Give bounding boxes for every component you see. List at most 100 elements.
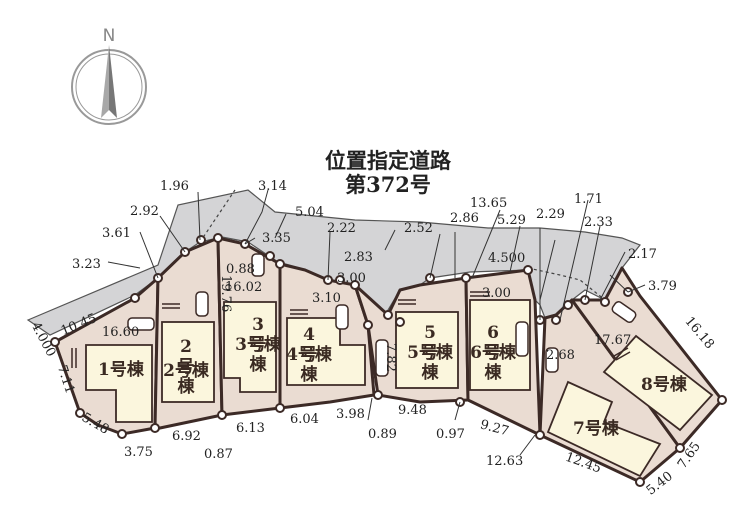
dim-5-04: 5.04 (295, 205, 324, 220)
post (395, 317, 405, 327)
dim-2-52: 2.52 (404, 221, 433, 236)
lot-label-8: 8号棟 (641, 374, 688, 395)
dim-3-75: 3.75 (124, 445, 153, 460)
road-title-line2: 第372号 (345, 172, 431, 197)
dim-2-22: 2.22 (327, 221, 356, 236)
dim-3-23: 3.23 (72, 257, 101, 272)
lot-label-6-b: 棟 (485, 362, 503, 383)
lot-label-3-b: 棟 (250, 354, 268, 375)
post (363, 320, 373, 330)
car-icon (335, 304, 349, 330)
lot-label-2-num: 2 (180, 337, 192, 357)
dim-0-87: 0.87 (204, 447, 233, 462)
post (75, 408, 85, 418)
buildings (85, 299, 714, 478)
lot-label-4-num: 4 (303, 325, 315, 345)
dim-2-33: 2.33 (584, 215, 613, 230)
gate-mark (71, 348, 77, 368)
post (350, 280, 360, 290)
road-title-line1: 位置指定道路 (325, 148, 452, 173)
post (383, 310, 393, 320)
post (335, 275, 345, 285)
post (717, 395, 727, 405)
dim-3-10: 3.10 (312, 291, 341, 306)
post (373, 390, 383, 400)
lot-label-3-num: 3 (252, 315, 264, 335)
lot-label-5-a: 号 (422, 343, 439, 363)
building-1 (85, 344, 153, 423)
dim-0-88: 0.88 (226, 262, 255, 277)
building-7 (546, 380, 662, 478)
lot-label-3: 3号棟 (235, 334, 282, 355)
dim-0-89: 0.89 (368, 427, 397, 442)
car-icon (251, 253, 265, 277)
road-boundary-dashed-1 (199, 189, 236, 243)
dim-16-02: 16.02 (225, 280, 262, 295)
post (461, 273, 471, 283)
lot-label-5-b: 棟 (422, 362, 440, 383)
dim-13-65: 13.65 (470, 196, 507, 211)
dim-3-14: 3.14 (258, 179, 287, 194)
dim-3-79: 3.79 (648, 279, 677, 294)
lot-label-5-num: 5 (424, 323, 436, 343)
post (275, 259, 285, 269)
building-5 (395, 311, 459, 389)
dim-2-86: 2.86 (450, 211, 479, 226)
dim-2-83: 2.83 (344, 250, 373, 265)
lot-label-1: 1号棟 (98, 359, 145, 380)
post (130, 293, 140, 303)
post (675, 443, 685, 453)
lot-label-2-a: 号 (178, 357, 195, 377)
car-icon (545, 347, 559, 373)
north-arrow-half-icon (109, 45, 117, 118)
car-icon (127, 317, 155, 331)
dim-2-17: 2.17 (628, 247, 657, 262)
dim-17-67: 17.67 (594, 333, 631, 348)
post (117, 429, 127, 439)
building-8 (602, 334, 714, 432)
building-3 (223, 301, 277, 393)
dim-6-04: 6.04 (290, 412, 319, 427)
lot-label-4-a: 号 (301, 345, 318, 365)
north-arrow-icon (101, 45, 109, 118)
dim-2-68: 2.68 (546, 348, 575, 363)
lot-label-2-b: 棟 (178, 376, 196, 397)
gate-mark (162, 303, 180, 309)
dim-12-63: 12.63 (486, 454, 523, 469)
dimension-labels: 1.96 3.14 2.92 5.04 13.65 1.71 3.61 19.7… (28, 179, 717, 499)
dim-3-00a: 3.00 (337, 271, 366, 286)
post (196, 235, 206, 245)
post (551, 315, 561, 325)
dim-19-76: 19.76 (218, 275, 233, 312)
lot-label-7: 7号棟 (573, 418, 620, 439)
gate-mark (613, 347, 631, 361)
dim-9-27: 9.27 (478, 417, 510, 439)
dim-9-48: 9.48 (398, 403, 427, 418)
dim-7-82: 7.82 (383, 343, 398, 372)
post (150, 423, 160, 433)
dim-2-92: 2.92 (130, 204, 159, 219)
dim-4-500: 4.500 (488, 251, 525, 266)
post (600, 297, 610, 307)
lot-label-6-a: 号 (485, 343, 502, 363)
gate-mark (398, 299, 416, 305)
dim-5-29: 5.29 (497, 213, 526, 228)
dim-16-18: 16.18 (681, 314, 716, 352)
lot-label-6-num: 6 (487, 323, 499, 343)
lot-label-3-a: 号 (250, 335, 267, 355)
dim-1-96: 1.96 (160, 179, 189, 194)
compass: N (71, 26, 147, 125)
gate-mark (470, 291, 490, 297)
car-icon (375, 339, 389, 377)
dim-0-97: 0.97 (436, 427, 465, 442)
leader-lines (107, 189, 646, 456)
lot-label-2: 2号棟 (163, 360, 210, 381)
post (563, 300, 573, 310)
gate-mark (290, 309, 308, 315)
dim-1-71: 1.71 (574, 192, 603, 207)
dim-16-60: 16.60 (102, 325, 139, 340)
dim-6-92: 6.92 (172, 429, 201, 444)
car-icon (195, 291, 209, 317)
post (275, 403, 285, 413)
